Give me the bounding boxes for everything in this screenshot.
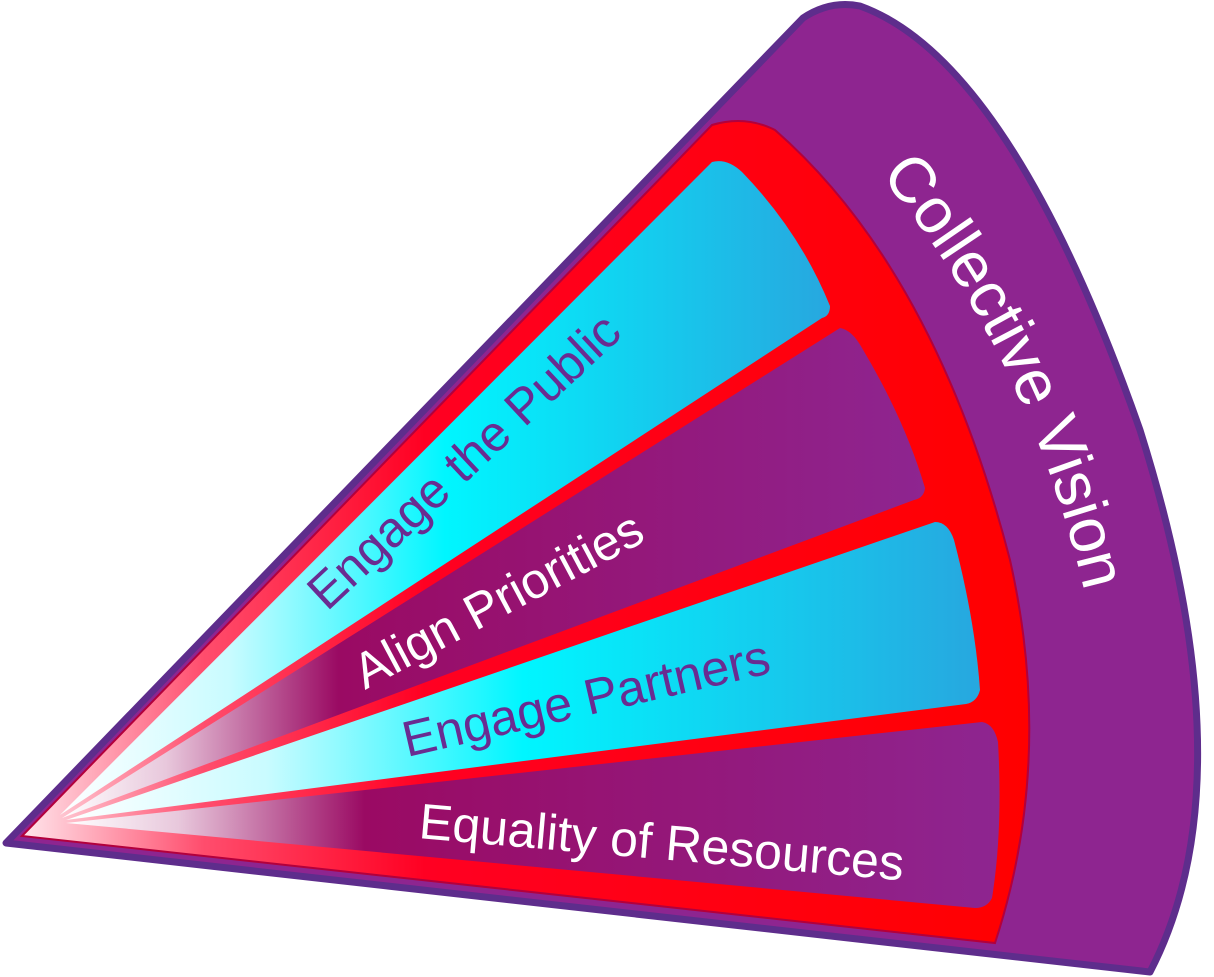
- segment-align-priorities: [62, 328, 925, 818]
- segment-engage-partners: [66, 522, 980, 820]
- segment-equality-of-resources: [66, 722, 1000, 908]
- segment-engage-the-public: [60, 161, 830, 816]
